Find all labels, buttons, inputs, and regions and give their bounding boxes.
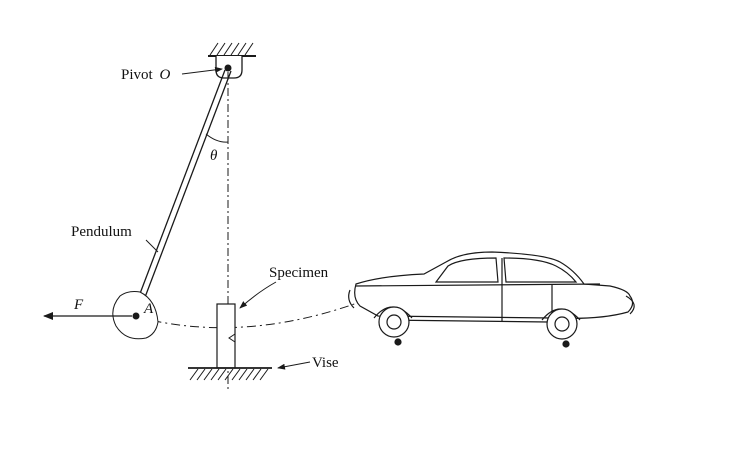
point-a-dot — [132, 312, 140, 320]
specimen — [216, 303, 236, 369]
ceiling-support — [208, 42, 256, 79]
car-icon — [348, 251, 635, 348]
angle-arc — [205, 133, 229, 143]
point-a-label: A — [143, 301, 154, 317]
specimen-label: Specimen — [269, 265, 329, 281]
pendulum-label: Pendulum — [71, 224, 132, 240]
pivot-point — [224, 64, 232, 72]
vise-leader — [277, 361, 311, 370]
vise-label: Vise — [312, 355, 339, 371]
swing-path — [133, 301, 361, 329]
pivot-leader — [181, 66, 223, 75]
pendulum-rod — [132, 69, 232, 314]
pendulum-leader — [145, 239, 159, 253]
angle-label: θ — [210, 148, 218, 164]
specimen-leader — [239, 281, 277, 309]
vise-base — [188, 367, 272, 381]
force-label: F — [73, 297, 84, 313]
pivot-label: Pivot O — [121, 67, 170, 83]
